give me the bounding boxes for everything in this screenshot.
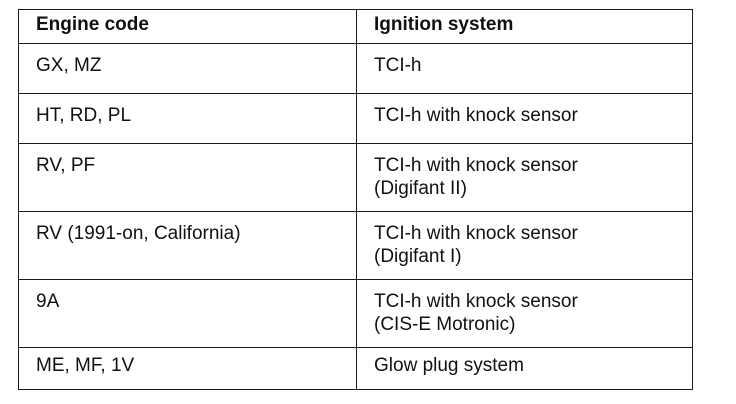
ignition-line: TCI-h with knock sensor xyxy=(374,291,578,312)
ignition-system-cell: TCI-h with knock sensor (Digifant II) xyxy=(356,143,693,212)
ignition-system-cell: TCI-h with knock sensor (CIS-E Motronic) xyxy=(356,279,693,348)
engine-code-cell: RV, PF xyxy=(18,143,357,212)
ignition-line-note: (Digifant I) xyxy=(374,246,462,267)
table-row: 9A TCI-h with knock sensor (CIS-E Motron… xyxy=(18,279,693,348)
engine-code-cell: HT, RD, PL xyxy=(18,93,357,144)
header-ignition-system: Ignition system xyxy=(356,9,693,44)
ignition-line: Glow plug system xyxy=(374,355,524,376)
engine-code-cell: RV (1991-on, California) xyxy=(18,211,357,280)
ignition-line: TCI-h with knock sensor xyxy=(374,105,578,126)
table-row: GX, MZ TCI-h xyxy=(18,43,693,94)
ignition-system-cell: TCI-h with knock sensor (Digifant I) xyxy=(356,211,693,280)
table-row: RV (1991-on, California) TCI-h with knoc… xyxy=(18,211,693,280)
table-row: RV, PF TCI-h with knock sensor (Digifant… xyxy=(18,143,693,212)
engine-code-cell: 9A xyxy=(18,279,357,348)
header-engine-code: Engine code xyxy=(18,9,357,44)
ignition-system-cell: TCI-h xyxy=(356,43,693,94)
table-row: ME, MF, 1V Glow plug system xyxy=(18,347,693,390)
engine-code-cell: ME, MF, 1V xyxy=(18,347,357,390)
table-row: HT, RD, PL TCI-h with knock sensor xyxy=(18,93,693,144)
ignition-line: TCI-h xyxy=(374,55,422,76)
ignition-line: TCI-h with knock sensor xyxy=(374,155,578,176)
table-header-row: Engine code Ignition system xyxy=(18,9,693,44)
ignition-system-cell: Glow plug system xyxy=(356,347,693,390)
ignition-system-cell: TCI-h with knock sensor xyxy=(356,93,693,144)
ignition-line-note: (CIS-E Motronic) xyxy=(374,314,516,335)
ignition-table-container: Engine code Ignition system GX, MZ TCI-h… xyxy=(18,9,693,390)
engine-ignition-table: Engine code Ignition system GX, MZ TCI-h… xyxy=(18,9,693,390)
engine-code-cell: GX, MZ xyxy=(18,43,357,94)
ignition-line: TCI-h with knock sensor xyxy=(374,223,578,244)
ignition-line-note: (Digifant II) xyxy=(374,178,467,199)
